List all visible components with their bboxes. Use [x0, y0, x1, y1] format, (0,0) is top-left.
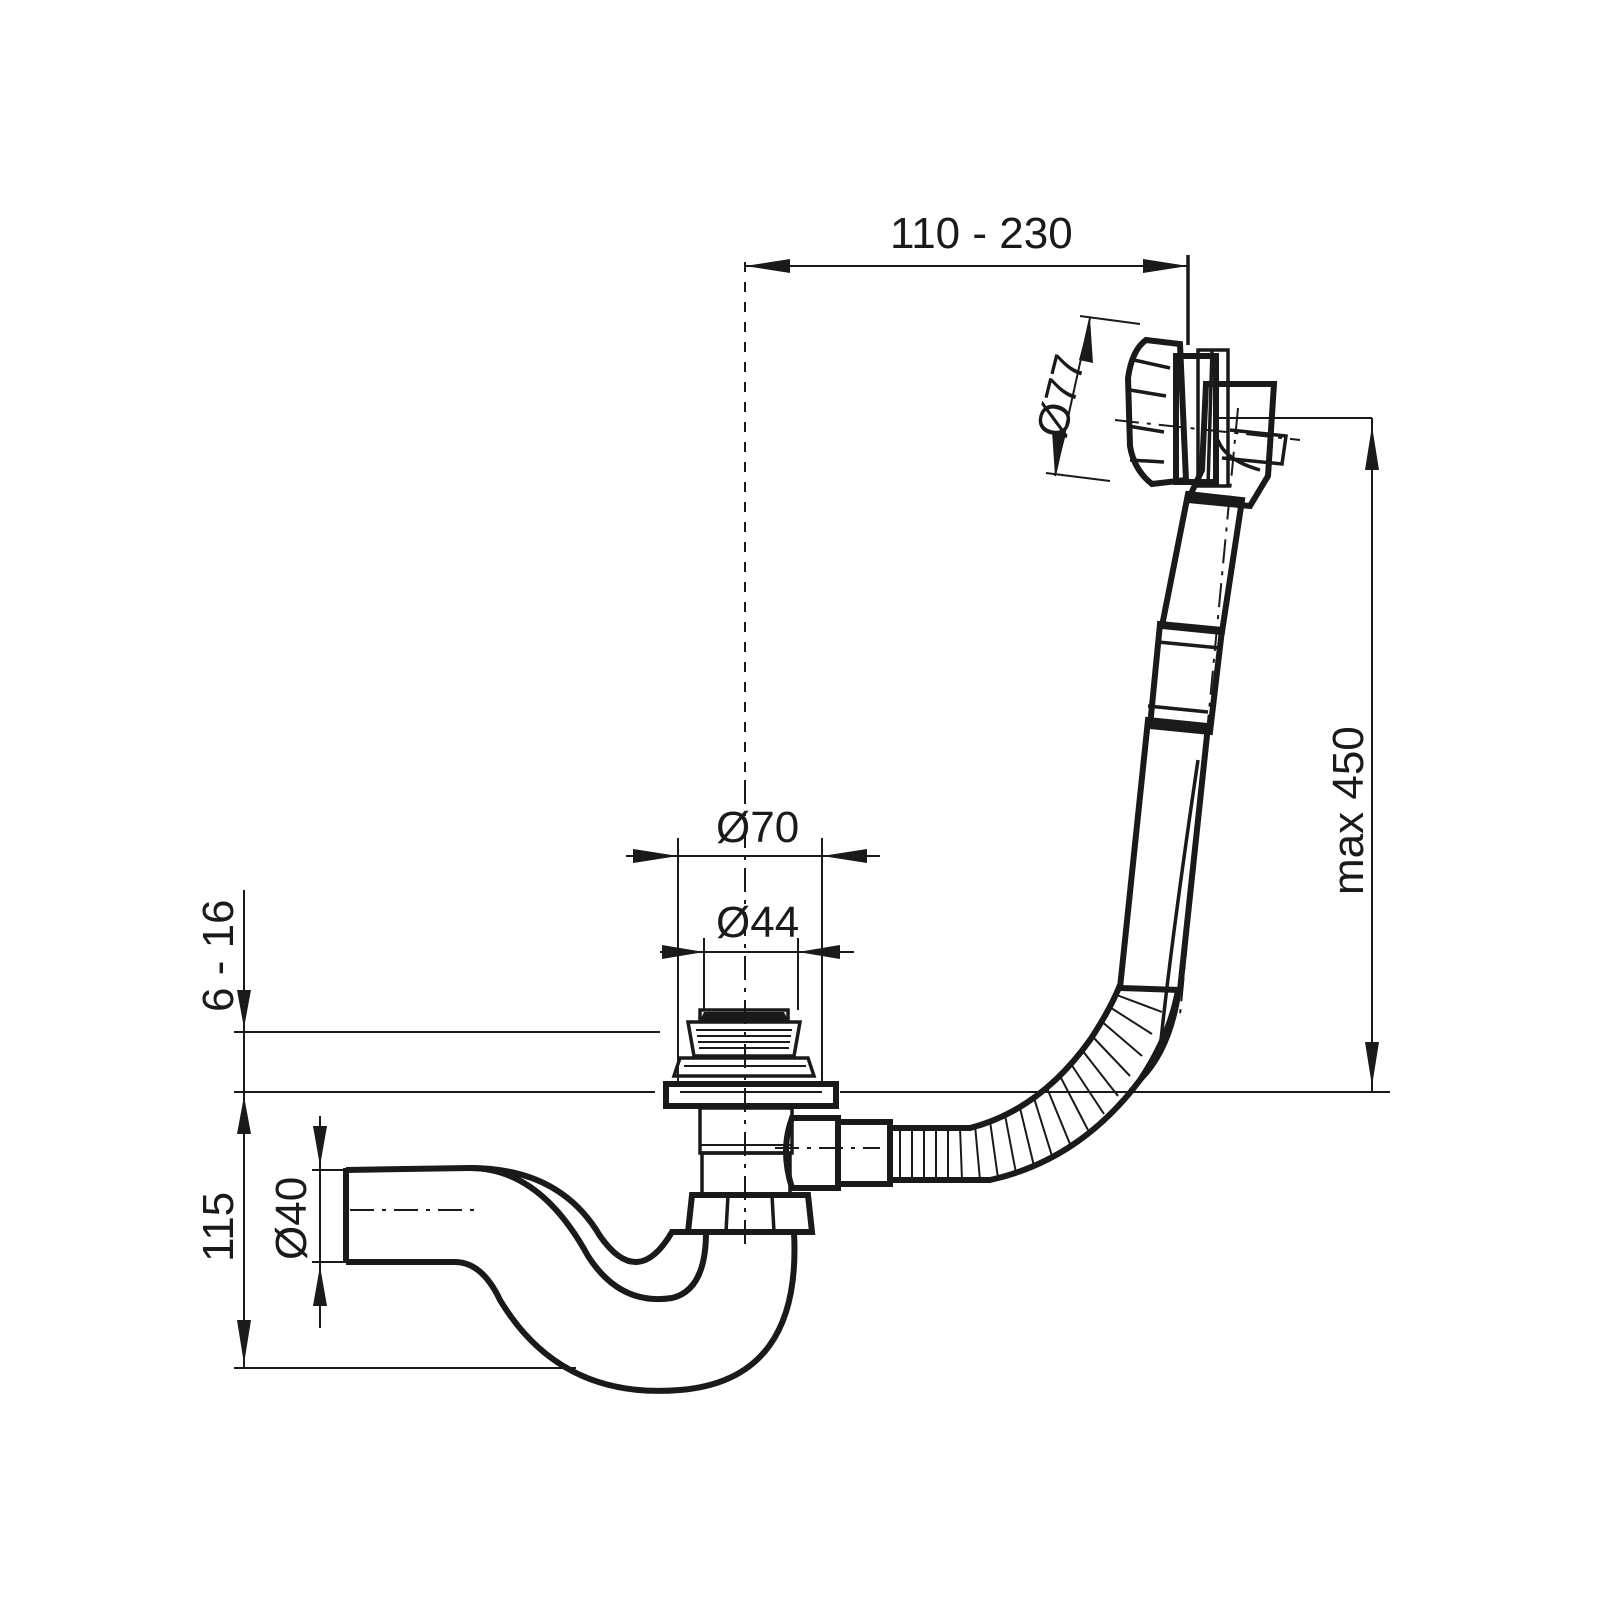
- dimension-waste-outer-diameter: Ø70: [626, 803, 880, 1084]
- dim-text-max-height: max 450: [1324, 726, 1373, 895]
- dim-text-waste-outer-diameter: Ø70: [716, 803, 799, 852]
- dimension-outlet-diameter: Ø40: [267, 1116, 346, 1328]
- dim-text-outlet-diameter: Ø40: [267, 1177, 316, 1260]
- dim-text-overflow-diameter: Ø77: [1027, 350, 1095, 443]
- dim-text-waste-inner-diameter: Ø44: [716, 898, 799, 947]
- dimension-trap-depth: 115: [194, 1192, 576, 1369]
- dimension-flange-thickness: 6 - 16: [194, 890, 660, 1368]
- s-trap: [343, 1164, 798, 1394]
- dimension-overflow-diameter: Ø77: [1027, 315, 1141, 482]
- dim-text-overflow-offset: 110 - 230: [890, 209, 1073, 258]
- dimension-overflow-offset: 110 - 230: [745, 209, 1190, 345]
- dimension-max-height: max 450: [840, 417, 1390, 1093]
- dim-text-trap-depth: 115: [194, 1192, 243, 1262]
- waste-valve: [663, 1008, 893, 1235]
- reference-lines: [350, 262, 1301, 1248]
- overflow-hose: [890, 336, 1288, 1183]
- dim-text-flange-thickness: 6 - 16: [194, 899, 243, 1012]
- hose-corrugation: [899, 993, 1163, 1181]
- dimension-waste-inner-diameter: Ø44: [660, 898, 854, 1010]
